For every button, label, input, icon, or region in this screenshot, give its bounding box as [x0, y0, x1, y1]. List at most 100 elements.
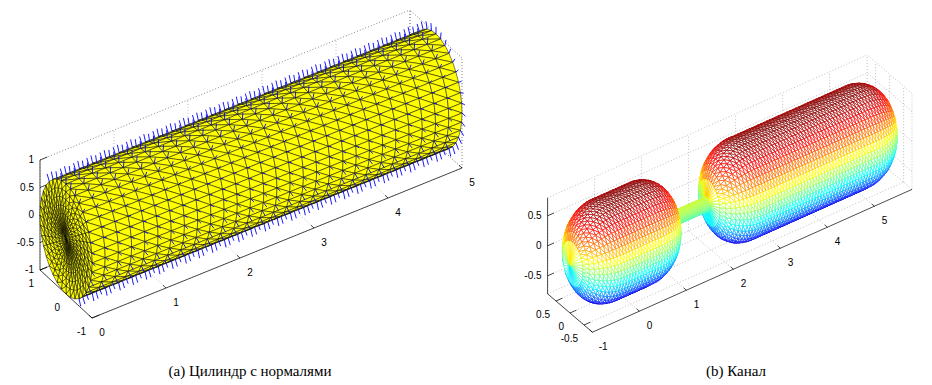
normal-vector [378, 45, 379, 53]
axis-line [459, 165, 462, 168]
normal-vector [91, 156, 93, 164]
normal-vector [127, 146, 128, 154]
normal-vector [343, 191, 345, 199]
normal-vector [101, 157, 102, 165]
normal-vector [264, 224, 266, 232]
normal-vector [391, 39, 392, 47]
normal-vector [365, 50, 366, 58]
normal-vector [241, 232, 243, 239]
normal-vector [242, 113, 243, 119]
cylinder-mesh [40, 29, 462, 299]
normal-vector [183, 118, 185, 126]
normal-vector [374, 59, 375, 66]
normal-vector [281, 216, 283, 223]
normal-vector [250, 91, 252, 99]
normal-vector [357, 186, 359, 194]
axis-line [385, 195, 388, 198]
normal-vector [170, 123, 172, 131]
normal-vector [254, 227, 256, 234]
normal-vector [119, 283, 121, 291]
normal-vector [294, 211, 296, 218]
normal-vector [370, 181, 372, 189]
normal-vector [246, 98, 247, 106]
normal-vector [206, 114, 207, 122]
normal-vector [236, 97, 238, 105]
normal-vector [180, 125, 181, 133]
normal-vector [175, 259, 177, 266]
normal-vector [259, 93, 260, 101]
normal-vector [361, 65, 362, 72]
normal-vector [215, 243, 217, 250]
normal-vector [144, 134, 146, 142]
normal-vector [210, 107, 212, 115]
normal-vector [276, 81, 278, 89]
normal-vector [219, 109, 220, 117]
normal-vector [352, 55, 353, 63]
normal-vector [203, 129, 204, 136]
axis-line [89, 315, 92, 318]
normal-vector [105, 288, 107, 296]
normal-vector [202, 248, 204, 255]
normal-vector [251, 229, 253, 237]
normal-vector [317, 202, 319, 210]
normal-vector [136, 275, 138, 282]
normal-vector [308, 86, 309, 93]
normal-vector [84, 177, 85, 184]
normal-vector [158, 266, 160, 274]
normal-vector [335, 75, 336, 81]
normal-vector [316, 64, 318, 72]
normal-vector [282, 97, 283, 104]
normal-vector [132, 277, 134, 285]
normal-vector [400, 168, 402, 175]
normal-vector [348, 70, 349, 76]
normal-vector [150, 150, 151, 156]
normal-vector [312, 71, 313, 79]
normal-vector [188, 254, 190, 261]
normal-vector [145, 272, 147, 280]
normal-vector [269, 102, 270, 109]
normal-vector [83, 297, 85, 304]
normal-vector [396, 170, 398, 178]
normal-vector [238, 234, 240, 242]
normal-vector [47, 174, 49, 181]
axis-line [237, 255, 240, 258]
normal-vector [382, 38, 384, 46]
normal-vector [223, 102, 225, 110]
normal-vector [157, 129, 159, 137]
normal-vector [272, 87, 273, 95]
normal-vector [216, 124, 217, 131]
normal-vector [325, 66, 326, 74]
normal-vector [355, 48, 357, 56]
normal-vector [51, 172, 53, 180]
normal-vector [368, 43, 370, 51]
normal-vector [71, 183, 72, 189]
normal-vector [338, 61, 339, 69]
normal-vector [79, 299, 81, 307]
normal-vector [114, 152, 115, 160]
normal-vector [289, 75, 291, 83]
normal-vector [330, 197, 332, 205]
normal-vector [78, 161, 80, 169]
normal-vector [61, 173, 62, 181]
normal-vector [96, 291, 98, 298]
normal-vector [321, 200, 323, 207]
normal-vector [176, 140, 177, 147]
normal-vector [198, 250, 200, 258]
normal-vector [172, 261, 174, 269]
normal-vector [123, 161, 124, 168]
normal-vector [122, 280, 124, 287]
normal-vector [140, 141, 141, 149]
normal-vector [360, 184, 362, 191]
normal-vector [74, 168, 75, 176]
normal-vector [304, 208, 306, 216]
normal-vector [228, 238, 230, 245]
normal-vector [347, 189, 349, 196]
normal-vector [137, 156, 138, 162]
normal-vector [277, 218, 279, 226]
normal-vector [286, 82, 287, 90]
normal-vector [233, 103, 234, 111]
normal-vector [193, 120, 194, 128]
axis-line [40, 267, 47, 270]
normal-vector [167, 130, 168, 138]
